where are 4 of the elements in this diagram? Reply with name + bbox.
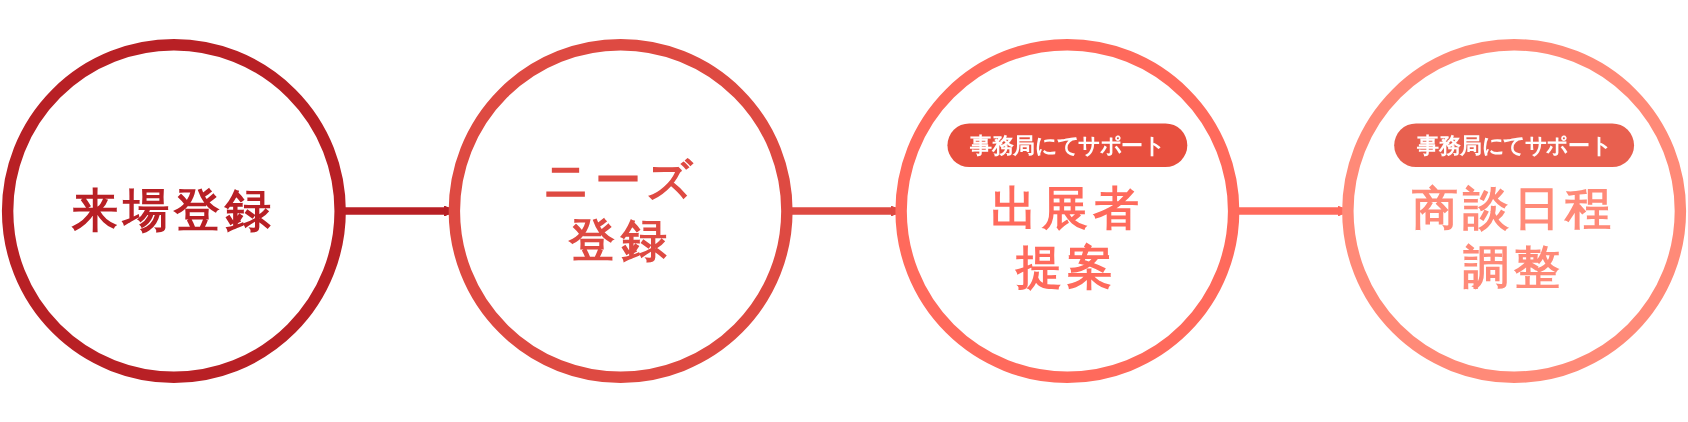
node-circle: ニーズ登録 <box>448 39 793 383</box>
tag-label: 事務局にてサポート <box>969 131 1166 160</box>
node-circle: 来場登録 <box>1 39 346 383</box>
tag-label: 事務局にてサポート <box>1416 131 1613 160</box>
